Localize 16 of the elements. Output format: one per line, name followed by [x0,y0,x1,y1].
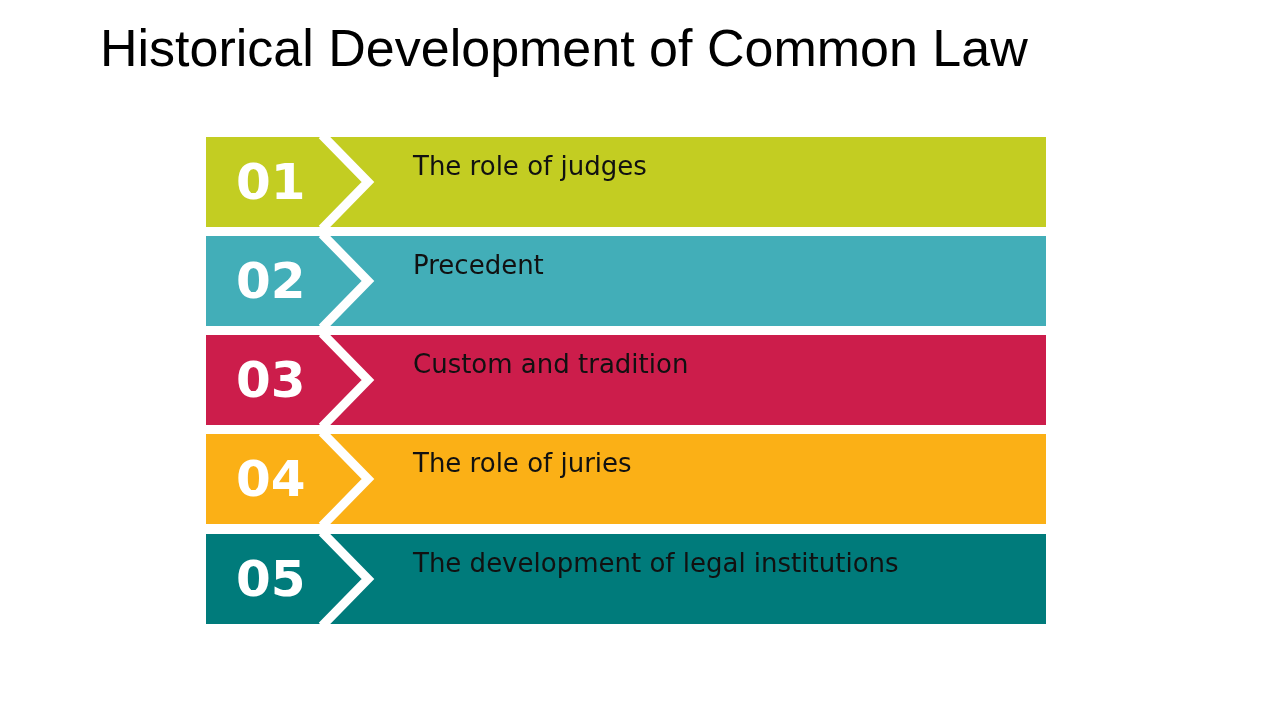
step-text: Custom and tradition [413,349,689,379]
step-number: 04 [236,450,306,508]
step-text: The role of judges [413,151,647,181]
numbered-band [206,534,1046,624]
step-text: Precedent [413,250,544,280]
step-text: The role of juries [413,448,632,478]
step-number: 01 [236,153,306,211]
numbered-band [206,335,1046,425]
numbered-band [206,434,1046,524]
step-number: 05 [236,550,306,608]
title: Historical Development of Common Law [100,18,1028,78]
step-number: 03 [236,351,306,409]
numbered-band [206,236,1046,326]
numbered-band [206,137,1046,227]
step-number: 02 [236,252,306,310]
step-text: The development of legal institutions [413,548,899,578]
